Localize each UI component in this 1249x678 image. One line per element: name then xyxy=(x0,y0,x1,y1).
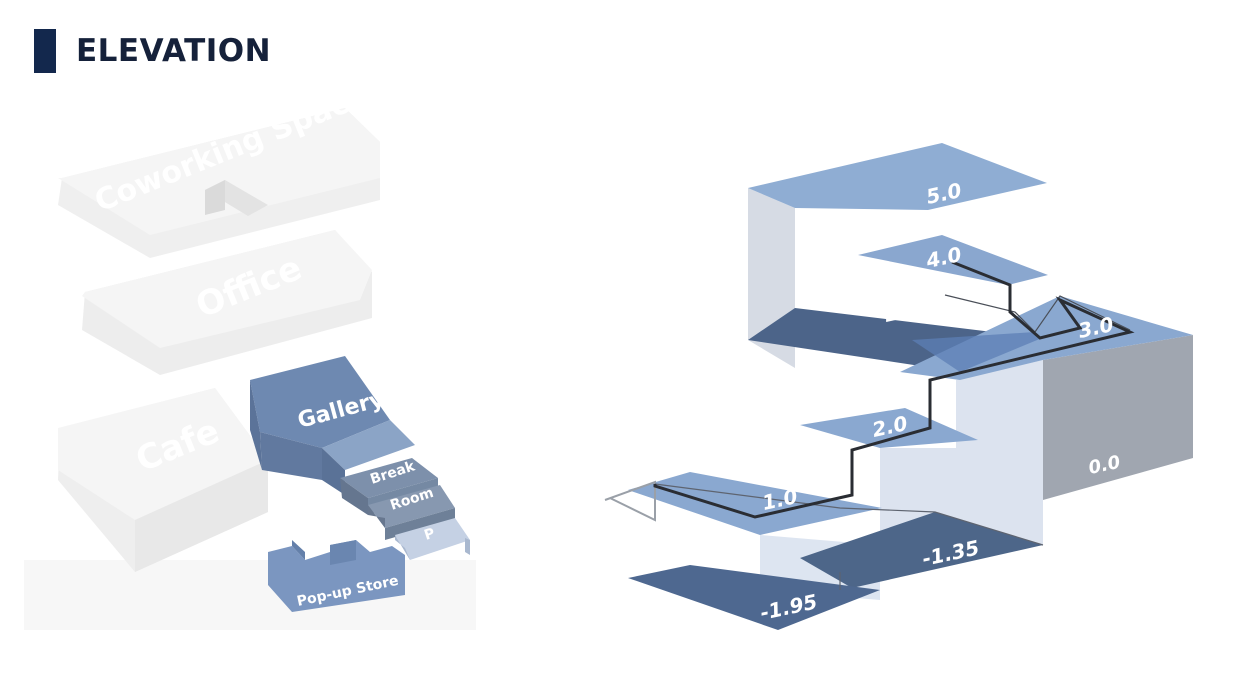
parking-block xyxy=(395,518,470,560)
circulation-path xyxy=(653,260,1135,519)
cafe-block xyxy=(58,388,268,572)
plane-3-0-overlap xyxy=(912,332,1042,372)
ramp-line-lower xyxy=(654,483,1044,546)
page-title: ELEVATION xyxy=(76,33,272,69)
wall-grey xyxy=(1043,335,1193,500)
level-2-0-upper-label: 2.0 xyxy=(882,296,922,327)
plane-1-0 xyxy=(628,472,882,535)
office-block xyxy=(82,230,372,375)
wall-center xyxy=(956,360,1043,545)
break-room-block xyxy=(340,458,455,540)
popup-store-block xyxy=(268,540,405,612)
plane-4-0 xyxy=(858,235,1048,285)
ground-shadow xyxy=(24,560,476,630)
ramp-line-left xyxy=(604,480,656,522)
plane-2-0-mid xyxy=(800,408,978,448)
elevation-section: 5.0 4.0 2.0 3.0 2.0 0.0 1.0 -1.35 -1.95 xyxy=(604,143,1193,630)
gallery-block xyxy=(250,356,415,495)
plane-minus-1-35 xyxy=(800,512,1043,588)
coworking-space-block xyxy=(58,108,380,258)
title-accent-bar xyxy=(34,29,56,73)
p-label: P xyxy=(422,525,437,543)
plane-minus-1-95 xyxy=(628,565,880,630)
zoning-massing: Coworking Space Office Cafe xyxy=(24,78,476,630)
plane-5-0 xyxy=(748,143,1047,210)
